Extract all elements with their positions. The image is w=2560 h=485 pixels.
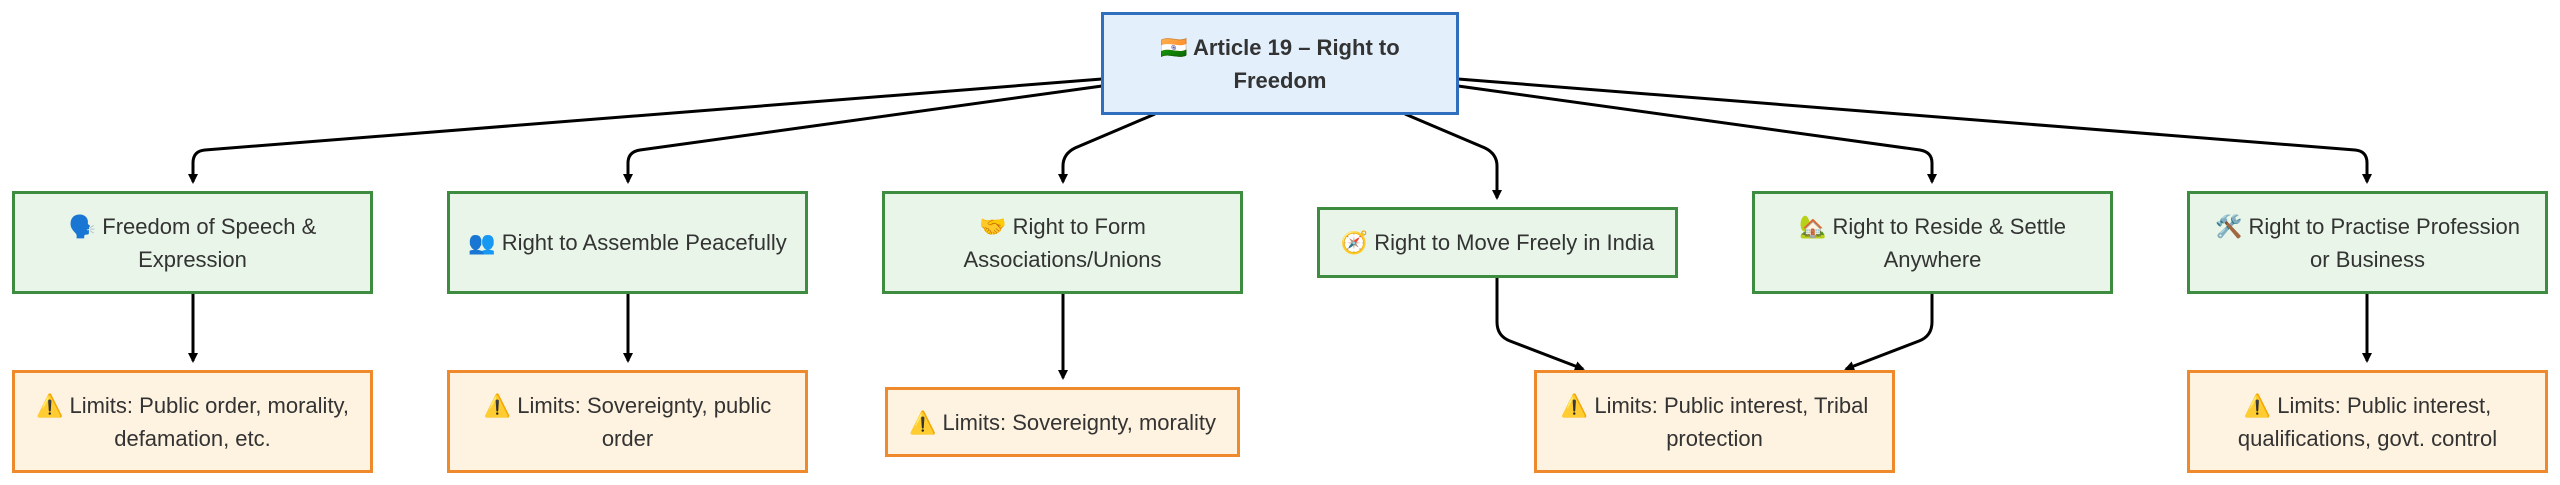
right-node-reside: 🏡 Right to Reside & Settle Anywhere [1752,191,2113,294]
right-node-assemble: 👥 Right to Assemble Peacefully [447,191,808,294]
warning-icon: ⚠️ [483,392,512,418]
right-label: Right to Reside & Settle Anywhere [1832,213,2067,272]
right-node-speech: 🗣️ Freedom of Speech & Expression [12,191,373,294]
right-node-move: 🧭 Right to Move Freely in India [1317,207,1678,278]
root-node-article-19: 🇮🇳 Article 19 – Right to Freedom [1101,12,1459,115]
right-label: Right to Form Associations/Unions [963,213,1162,272]
edge-reside-to-limit [1844,294,1934,371]
tools-icon: 🛠️ [2215,213,2243,239]
edge-root-to-speech [188,77,1103,184]
limit-node-move-reside: ⚠️ Limits: Public interest, Tribal prote… [1534,370,1895,473]
edge-root-to-associations [1058,112,1156,184]
edge-root-to-profession [1457,77,2372,184]
edge-root-to-assemble [623,84,1103,184]
limit-node-profession: ⚠️ Limits: Public interest, qualificatio… [2187,370,2548,473]
right-node-associations: 🤝 Right to Form Associations/Unions [882,191,1243,294]
root-label: Article 19 – Right to Freedom [1193,34,1400,93]
limit-label: Limits: Sovereignty, morality [942,409,1216,435]
right-label: Right to Move Freely in India [1374,230,1655,255]
limit-label: Limits: Sovereignty, public order [517,392,772,451]
warning-icon: ⚠️ [2243,392,2272,418]
warning-icon: ⚠️ [1560,392,1589,418]
compass-icon: 🧭 [1340,230,1369,255]
speaking-head-icon: 🗣️ [68,213,97,239]
limit-label: Limits: Public order, morality, defamati… [69,392,350,451]
house-icon: 🏡 [1798,213,1827,239]
limit-label: Limits: Public interest, qualifications,… [2237,392,2498,451]
right-label: Freedom of Speech & Expression [102,213,317,272]
flag-icon: 🇮🇳 [1160,34,1188,60]
limit-node-assemble: ⚠️ Limits: Sovereignty, public order [447,370,808,473]
people-icon: 👥 [468,230,496,255]
warning-icon: ⚠️ [35,392,64,418]
handshake-icon: 🤝 [979,213,1007,239]
limit-node-associations: ⚠️ Limits: Sovereignty, morality [885,387,1240,457]
right-label: Right to Practise Profession or Business [2248,213,2520,272]
limit-node-speech: ⚠️ Limits: Public order, morality, defam… [12,370,373,473]
limit-label: Limits: Public interest, Tribal protecti… [1594,392,1869,451]
edge-root-to-move [1404,112,1502,200]
edge-root-to-reside [1457,84,1937,184]
right-label: Right to Assemble Peacefully [501,230,787,255]
right-node-profession: 🛠️ Right to Practise Profession or Busin… [2187,191,2548,294]
warning-icon: ⚠️ [909,409,937,435]
edge-move-to-limit [1495,278,1585,371]
